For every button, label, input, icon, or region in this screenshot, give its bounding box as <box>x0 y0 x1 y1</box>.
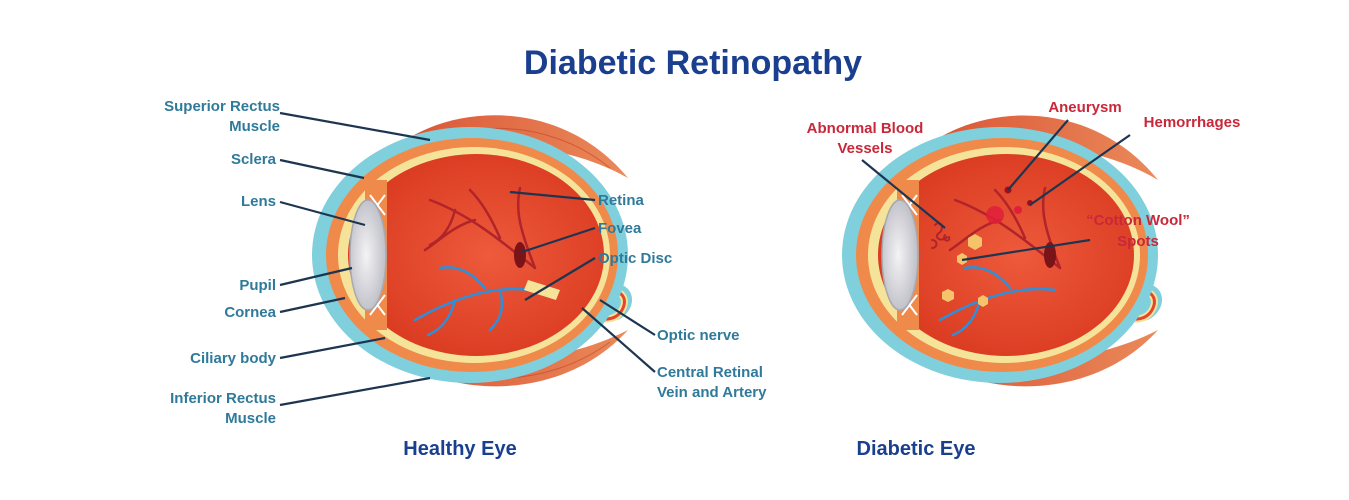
label-hemorrhages: Hemorrhages <box>1144 114 1241 131</box>
label-fovea: Fovea <box>598 220 642 237</box>
diabetic-leader-lines <box>861 119 1131 262</box>
label-retina: Retina <box>598 192 645 209</box>
label-abnormal-vessels-2: Vessels <box>837 140 892 157</box>
diabetic-vessels <box>931 186 1062 337</box>
label-sclera: Sclera <box>231 151 277 168</box>
fovea <box>514 242 526 268</box>
label-superior-rectus-2: Muscle <box>229 118 280 135</box>
caption-healthy-eye: Healthy Eye <box>403 438 516 460</box>
label-superior-rectus: Superior Rectus <box>164 98 280 115</box>
label-cotton-wool: “Cotton Wool” <box>1086 212 1190 229</box>
label-central-retinal-2: Vein and Artery <box>657 384 767 401</box>
label-pupil: Pupil <box>239 277 276 294</box>
cotton-wool-spots <box>942 234 988 307</box>
label-ciliary-body: Ciliary body <box>190 350 277 367</box>
label-optic-nerve: Optic nerve <box>657 327 740 344</box>
diabetic-labels: Abnormal Blood Vessels Aneurysm Hemorrha… <box>807 99 1241 250</box>
diagram-title: Diabetic Retinopathy <box>524 44 862 82</box>
label-abnormal-vessels: Abnormal Blood <box>807 120 924 137</box>
vitreous-body <box>348 154 604 356</box>
caption-diabetic-eye: Diabetic Eye <box>857 438 976 460</box>
retinal-vessels <box>413 186 537 337</box>
healthy-eye <box>312 115 633 387</box>
label-inferior-rectus-2: Muscle <box>225 410 276 427</box>
hemorrhage-spot <box>986 206 1004 224</box>
label-aneurysm: Aneurysm <box>1048 99 1121 116</box>
label-inferior-rectus: Inferior Rectus <box>170 390 276 407</box>
label-cotton-wool-2: Spots <box>1117 233 1159 250</box>
label-lens: Lens <box>241 193 276 210</box>
lens <box>349 199 387 311</box>
label-central-retinal: Central Retinal <box>657 364 763 381</box>
label-optic-disc: Optic Disc <box>598 250 672 267</box>
label-cornea: Cornea <box>224 304 276 321</box>
healthy-leader-lines <box>279 111 656 407</box>
healthy-labels: Superior Rectus Muscle Sclera Lens Pupil… <box>164 98 767 427</box>
